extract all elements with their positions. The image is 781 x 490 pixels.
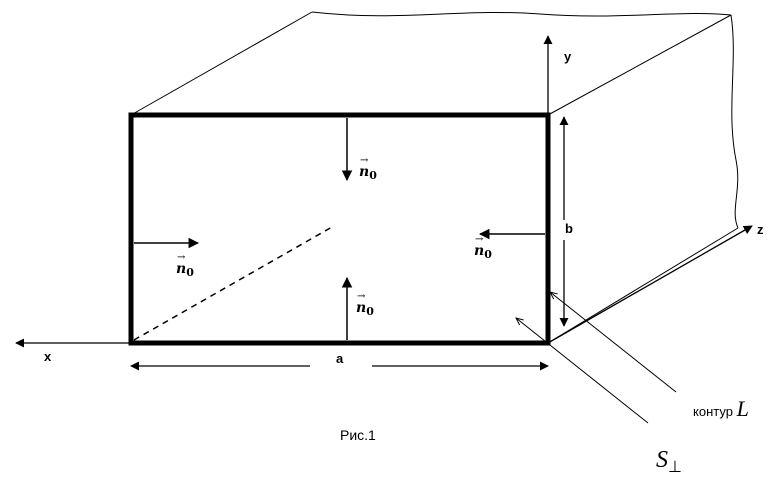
cross-section-rectangle	[128, 112, 551, 346]
normal-label-right: →n0	[474, 234, 492, 261]
z-axis	[547, 225, 753, 344]
box-top-right-edge	[547, 14, 732, 116]
contour-label: контур L	[693, 396, 749, 421]
box-bottom-right-edge	[547, 227, 739, 344]
box-top-left-edge	[130, 11, 313, 116]
dimension-a-label: a	[336, 351, 344, 366]
dashed-diagonal	[133, 226, 333, 341]
z-axis-label: z	[757, 222, 764, 237]
y-axis-label: y	[564, 49, 572, 64]
contour-pointer-line	[550, 292, 677, 393]
x-axis-label: x	[44, 349, 52, 364]
area-pointer-line	[516, 318, 649, 424]
dimension-b-label: b	[565, 221, 573, 236]
normal-label-left: →n0	[176, 252, 194, 279]
box-top-wavy-edge	[311, 11, 732, 17]
area-label: S⊥	[656, 447, 682, 476]
normal-label-bottom: →n0	[356, 291, 374, 318]
box-right-wavy-edge	[730, 14, 739, 229]
normal-label-top: →n0	[359, 155, 377, 182]
figure-caption: Рис.1	[340, 427, 376, 443]
